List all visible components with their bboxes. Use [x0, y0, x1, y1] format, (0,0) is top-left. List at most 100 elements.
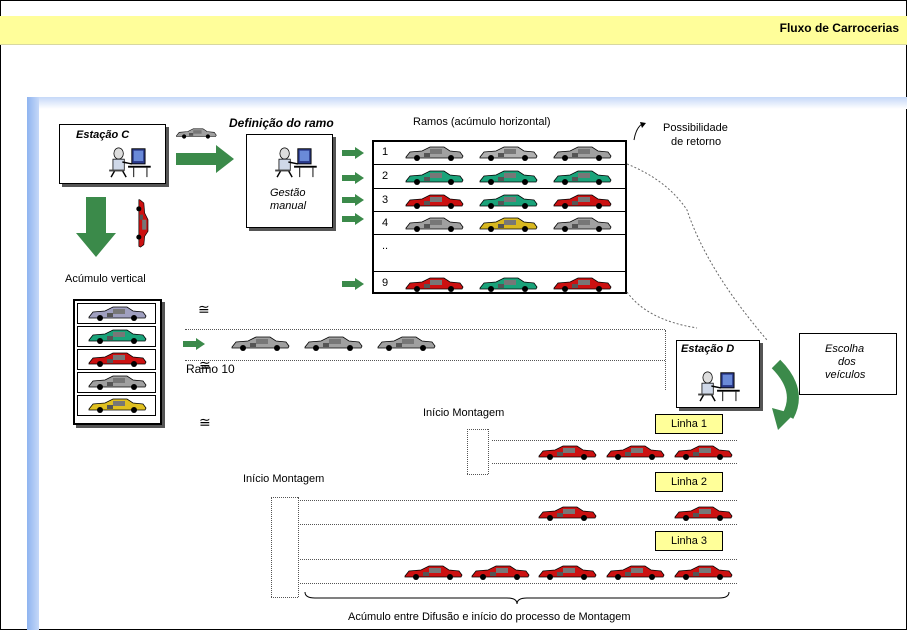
- car-icon: [537, 444, 597, 460]
- operator-icon: [270, 145, 320, 179]
- vertical-slot: [77, 303, 156, 324]
- arrow-down-icon: [76, 197, 116, 257]
- car-icon: [552, 276, 612, 292]
- choice-label-1: Escolha: [825, 343, 865, 355]
- car-icon: [673, 444, 733, 460]
- manager-label-2: manual: [270, 200, 307, 212]
- definition-box: [246, 134, 333, 228]
- vertical-slot: [77, 395, 156, 416]
- ramos-table: [372, 140, 627, 294]
- line2-lane: [300, 524, 737, 525]
- car-icon: [552, 193, 612, 209]
- ramo10-line: [185, 360, 665, 361]
- ramos-title: Ramos (acúmulo horizontal): [413, 116, 551, 128]
- car-icon: [673, 564, 733, 580]
- ramo10-line: [185, 329, 665, 330]
- branch-number: 4: [382, 217, 389, 229]
- return-arrow-icon: [633, 122, 646, 141]
- car-icon: [404, 193, 464, 209]
- assembly-start-label: Início Montagem: [243, 473, 325, 485]
- car-icon: [478, 169, 538, 185]
- row-divider: [373, 164, 627, 165]
- car-icon: [403, 564, 463, 580]
- arrow-right-icon: [342, 278, 364, 290]
- ramo10-line: [665, 330, 666, 390]
- manager-label-1: Gestão: [270, 187, 306, 199]
- car-icon: [552, 216, 612, 232]
- header-bar: [0, 16, 907, 45]
- arrow-right-icon: [176, 145, 234, 173]
- car-icon: [404, 216, 464, 232]
- brace: [304, 591, 730, 605]
- car-icon: [478, 276, 538, 292]
- arrow-right-icon: [342, 147, 364, 159]
- car-icon: [376, 335, 436, 351]
- approx-mark: ≅: [198, 301, 210, 317]
- car-icon: [86, 328, 148, 344]
- car-icon: [478, 193, 538, 209]
- branch-number: 1: [382, 146, 389, 158]
- vertical-slot: [77, 349, 156, 370]
- choice-box: [799, 333, 897, 395]
- line-2-label: Linha 2: [655, 472, 723, 492]
- return-connector: [626, 163, 768, 341]
- row-divider: [373, 234, 627, 235]
- car-icon: [470, 564, 530, 580]
- car-icon: [175, 127, 217, 139]
- car-icon: [135, 198, 151, 248]
- row-divider: [373, 188, 627, 189]
- vertical-slot: [77, 372, 156, 393]
- station-d-label: Estação D: [681, 343, 735, 355]
- branch-number: 2: [382, 170, 389, 182]
- line-1-label: Linha 1: [655, 414, 723, 434]
- car-icon: [673, 505, 733, 521]
- arrow-right-icon: [183, 338, 205, 350]
- vertical-slot: [77, 326, 156, 347]
- line1-lane: [492, 440, 737, 441]
- car-icon: [303, 335, 363, 351]
- car-icon: [537, 505, 597, 521]
- assembly-bracket: [488, 429, 489, 474]
- assembly-bracket: [271, 597, 298, 598]
- branch-number: 9: [382, 277, 389, 289]
- line3-lane: [300, 583, 737, 584]
- car-icon: [605, 444, 665, 460]
- return-label-1: Possibilidade: [663, 122, 728, 134]
- bottom-caption: Acúmulo entre Difusão e início do proces…: [348, 611, 631, 623]
- assembly-start-label: Início Montagem: [423, 407, 505, 419]
- page-title: Fluxo de Carrocerias: [779, 21, 899, 35]
- car-icon: [537, 564, 597, 580]
- car-icon: [86, 374, 148, 390]
- operator-icon: [104, 145, 154, 179]
- car-icon: [552, 145, 612, 161]
- line1-lane: [492, 463, 737, 464]
- station-c-label: Estação C: [76, 129, 130, 141]
- station-d-box: [676, 340, 760, 408]
- return-label-2: de retorno: [671, 136, 722, 148]
- car-icon: [478, 145, 538, 161]
- arrow-right-icon: [342, 194, 364, 206]
- blue-bar-top: [27, 97, 907, 109]
- arrow-right-icon: [342, 213, 364, 225]
- operator-icon: [693, 369, 743, 403]
- branch-number: 3: [382, 194, 389, 206]
- vertical-label: Acúmulo vertical: [65, 273, 146, 285]
- assembly-bracket: [467, 429, 488, 430]
- branch-number: ..: [382, 240, 389, 252]
- car-icon: [404, 276, 464, 292]
- arrow-right-icon: [342, 172, 364, 184]
- ramo10-label: Ramo 10: [186, 362, 235, 376]
- car-icon: [86, 397, 148, 413]
- assembly-bracket: [467, 474, 488, 475]
- line-3-label: Linha 3: [655, 531, 723, 551]
- choice-label-2: dos: [838, 356, 856, 368]
- assembly-bracket: [271, 497, 298, 498]
- assembly-bracket: [467, 429, 468, 474]
- approx-mark: ≅: [199, 414, 211, 430]
- car-icon: [86, 351, 148, 367]
- definition-title: Definição do ramo: [229, 116, 334, 130]
- car-icon: [552, 169, 612, 185]
- approx-mark: ≅: [199, 357, 211, 373]
- car-icon: [404, 169, 464, 185]
- line3-lane: [300, 559, 737, 560]
